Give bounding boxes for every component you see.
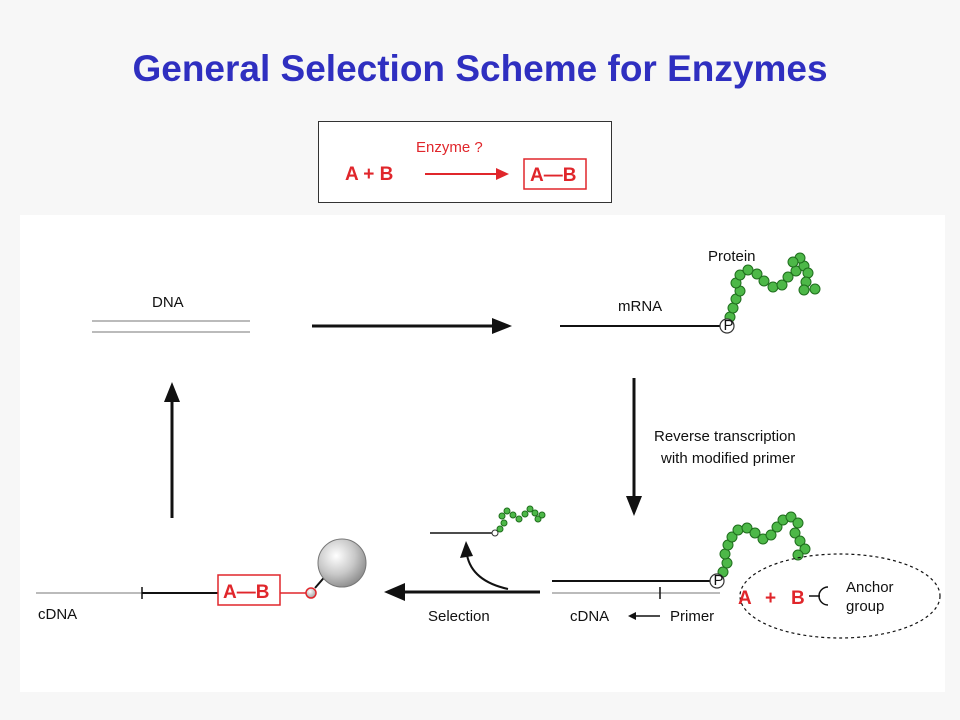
amino-acid-bead	[521, 510, 529, 518]
product-label: A—B	[530, 165, 576, 186]
amino-acid-bead	[802, 267, 814, 279]
amino-acid-bead	[787, 256, 799, 268]
released-p-circle	[491, 529, 499, 537]
primer-arrow-head	[628, 612, 636, 620]
cdna-label-left: cDNA	[38, 606, 77, 623]
protein-chain-top	[724, 252, 821, 323]
amino-acid-bead	[500, 519, 508, 527]
anchor-label-line1: Anchor	[846, 579, 894, 596]
amino-acid-bead	[742, 264, 754, 276]
transcription-arrow-head	[492, 318, 512, 334]
amino-acid-bead	[809, 283, 821, 295]
amino-acid-bead	[798, 284, 810, 296]
selection-label: Selection	[428, 608, 490, 625]
amino-acid-bead	[531, 509, 539, 517]
release-curve	[466, 554, 509, 590]
anchor-label-line2: group	[846, 598, 884, 615]
plus-label: +	[765, 588, 776, 609]
amino-acid-bead	[719, 548, 731, 560]
amino-acid-bead	[785, 511, 797, 523]
anchor-small-bead	[305, 587, 317, 599]
amino-acid-bead	[721, 557, 733, 569]
puromycin-p-circle-top	[719, 318, 735, 334]
dna-label: DNA	[152, 294, 184, 311]
protein-chain-small	[496, 505, 546, 533]
pcr-arrow-head	[164, 382, 180, 402]
amino-acid-bead	[765, 529, 777, 541]
amino-acid-bead	[526, 505, 534, 513]
amino-acid-bead	[767, 281, 779, 293]
reaction-box: Enzyme ? A + B A—B	[318, 121, 612, 203]
amino-acid-bead	[741, 522, 753, 534]
enzyme-label: Enzyme ?	[416, 139, 483, 156]
protein-chain-bottom	[717, 511, 811, 578]
amino-acid-bead	[782, 271, 794, 283]
product-label-left: A—B	[223, 582, 269, 603]
amino-acid-bead	[534, 515, 542, 523]
reaction-arrow-head	[496, 168, 509, 180]
selection-bead	[317, 538, 367, 588]
amino-acid-bead	[776, 279, 788, 291]
p-label-top: P	[724, 317, 734, 334]
scheme-panel: DNA mRNA Protein P Reverse transcription…	[20, 215, 945, 692]
product-box	[523, 158, 587, 190]
primer-label: Primer	[670, 608, 714, 625]
cdna-label-right: cDNA	[570, 608, 609, 625]
anchor-cup	[818, 586, 829, 606]
anchor-dashed-ellipse	[739, 553, 941, 639]
product-box-left	[217, 574, 281, 606]
amino-acid-bead	[515, 515, 523, 523]
amino-acid-bead	[538, 511, 546, 519]
amino-acid-bead	[734, 269, 746, 281]
amino-acid-bead	[789, 527, 801, 539]
amino-acid-bead	[799, 543, 811, 555]
amino-acid-bead	[749, 527, 761, 539]
amino-acid-bead	[498, 512, 506, 520]
a-label: A	[738, 588, 752, 609]
amino-acid-bead	[751, 268, 763, 280]
rt-label-line1: Reverse transcription	[654, 428, 796, 445]
protein-label: Protein	[708, 248, 756, 265]
rt-arrow-head	[626, 496, 642, 516]
amino-acid-bead	[496, 525, 504, 533]
selection-arrow-head	[384, 583, 405, 601]
reaction-diagram: Enzyme ? A + B A—B	[345, 139, 587, 190]
amino-acid-bead	[794, 535, 806, 547]
amino-acid-bead	[732, 524, 744, 536]
mrna-label: mRNA	[618, 298, 662, 315]
amino-acid-bead	[509, 511, 517, 519]
puromycin-p-circle-bottom	[709, 573, 725, 589]
rt-label-line2: with modified primer	[660, 450, 795, 467]
scheme-diagram: DNA mRNA Protein P Reverse transcription…	[36, 248, 941, 639]
amino-acid-bead	[758, 275, 770, 287]
amino-acid-bead	[726, 531, 738, 543]
reactants-label: A + B	[345, 164, 393, 185]
amino-acid-bead	[792, 517, 804, 529]
p-label-bottom: P	[714, 572, 724, 589]
b-label: B	[791, 588, 805, 609]
amino-acid-bead	[503, 507, 511, 515]
amino-acid-bead	[771, 521, 783, 533]
amino-acid-bead	[727, 302, 739, 314]
page-title: General Selection Scheme for Enzymes	[132, 48, 828, 89]
release-arrow-head	[460, 541, 473, 558]
